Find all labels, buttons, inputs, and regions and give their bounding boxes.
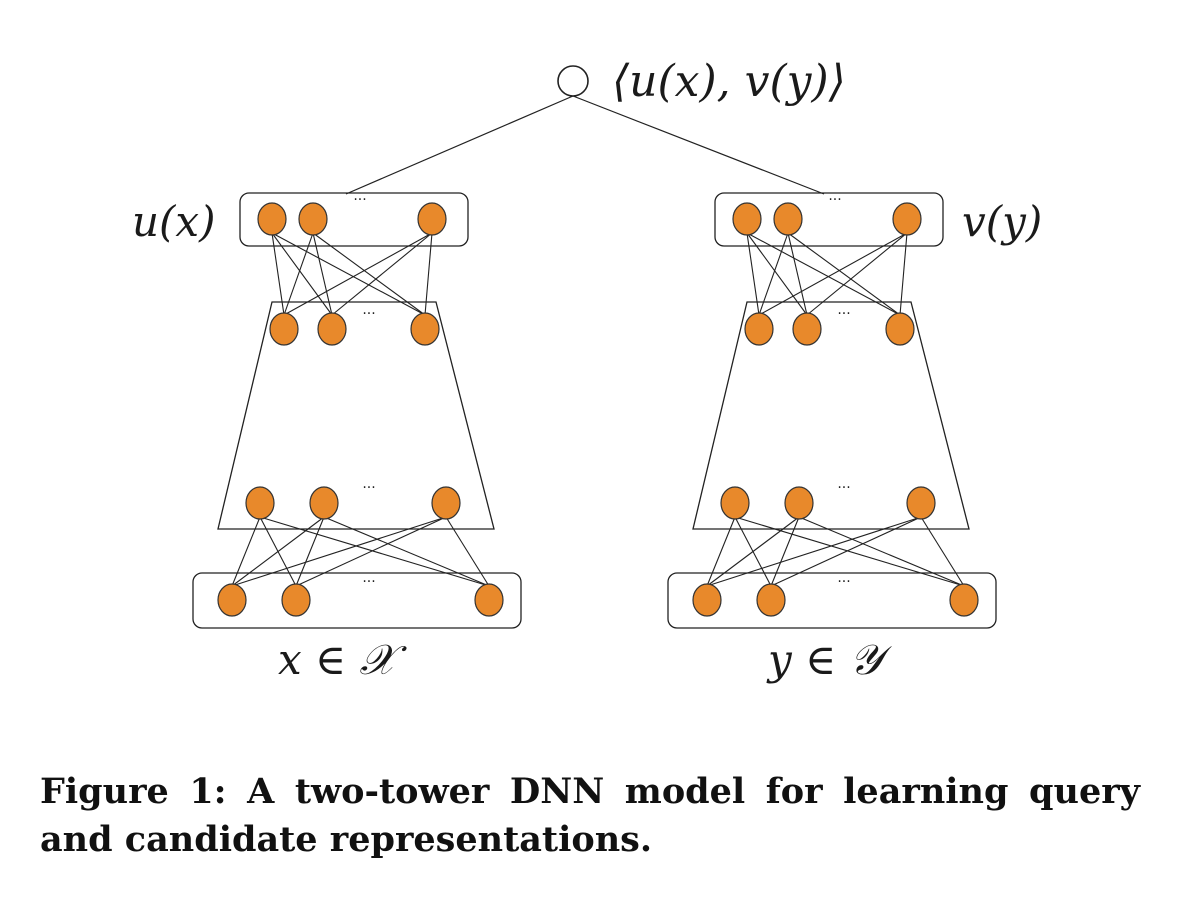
right-input-node <box>949 583 979 617</box>
connection-edge <box>706 516 736 587</box>
connection-edge <box>259 516 490 587</box>
connection-edge <box>295 516 447 587</box>
figure-caption: Figure 1: A two-tower DNN model for lear… <box>40 771 1140 860</box>
left-tower: ··· ··· ··· ··· <box>192 192 522 629</box>
left-hidden2-node <box>309 486 339 520</box>
connection-edge <box>746 232 808 316</box>
right-input-node <box>692 583 722 617</box>
dot-product-node <box>557 65 589 97</box>
right-hidden1-node <box>792 312 822 346</box>
connection-edge <box>271 232 285 316</box>
right-hidden2-node <box>720 486 750 520</box>
connection-edge <box>231 516 261 587</box>
ellipsis-mark: ··· <box>828 192 841 208</box>
right-input-box <box>667 572 997 629</box>
right-input-label: y ∈ 𝒴 <box>766 635 893 684</box>
ellipsis-mark: ··· <box>362 480 375 496</box>
connection-edge <box>798 516 965 587</box>
connection-edge <box>424 232 433 316</box>
connection-edge <box>231 516 325 587</box>
right-input-node <box>756 583 786 617</box>
connection-edge <box>734 516 965 587</box>
left-hidden1-node <box>410 312 440 346</box>
left-hidden-layers <box>217 301 495 530</box>
connection-edge <box>706 516 800 587</box>
left-hidden1-node <box>317 312 347 346</box>
dot-product-label: ⟨u(x), v(y)⟩ <box>612 56 846 107</box>
connection-edge <box>899 232 908 316</box>
left-output-label: u(x) <box>132 197 216 246</box>
right-connections <box>706 232 965 587</box>
connection-edge <box>770 516 800 587</box>
right-hidden1-node <box>744 312 774 346</box>
ellipsis-mark: ··· <box>837 480 850 496</box>
right-output-link <box>572 95 825 195</box>
connection-edge <box>746 232 901 316</box>
left-hidden1-node <box>269 312 299 346</box>
right-output-node <box>773 202 803 236</box>
right-hidden-layers <box>692 301 970 530</box>
connection-edge <box>770 516 922 587</box>
connection-edge <box>806 232 908 316</box>
ellipsis-mark: ··· <box>362 574 375 590</box>
right-output-node <box>892 202 922 236</box>
connection-edge <box>312 232 426 316</box>
connection-edge <box>231 516 447 587</box>
right-hidden2-node <box>906 486 936 520</box>
left-output-node <box>298 202 328 236</box>
left-hidden2-node <box>431 486 461 520</box>
connection-edge <box>787 232 901 316</box>
ellipsis-mark: ··· <box>353 192 366 208</box>
left-input-label: x ∈ 𝒳 <box>278 635 407 684</box>
connection-edge <box>920 516 965 587</box>
left-output-node <box>257 202 287 236</box>
connection-edge <box>445 516 490 587</box>
left-connections <box>231 232 490 587</box>
connection-edge <box>271 232 333 316</box>
right-output-node <box>732 202 762 236</box>
right-hidden1-node <box>885 312 915 346</box>
left-input-node <box>217 583 247 617</box>
connection-edge <box>706 516 922 587</box>
connection-edge <box>758 232 789 316</box>
connection-edge <box>295 516 325 587</box>
right-hidden2-node <box>784 486 814 520</box>
left-input-node <box>281 583 311 617</box>
connection-edge <box>271 232 426 316</box>
connection-edge <box>312 232 333 316</box>
left-hidden2-node <box>245 486 275 520</box>
right-tower: ··· ··· ··· ··· <box>667 192 997 629</box>
left-output-box <box>239 192 469 247</box>
connection-edge <box>758 232 908 316</box>
connection-edge <box>283 232 314 316</box>
left-input-node <box>474 583 504 617</box>
connection-edge <box>331 232 433 316</box>
ellipsis-mark: ··· <box>837 306 850 322</box>
connection-edge <box>787 232 808 316</box>
connection-edge <box>746 232 760 316</box>
ellipsis-mark: ··· <box>837 574 850 590</box>
right-output-box <box>714 192 944 247</box>
left-input-box <box>192 572 522 629</box>
connection-edge <box>283 232 433 316</box>
ellipsis-mark: ··· <box>362 306 375 322</box>
connection-edge <box>323 516 490 587</box>
right-output-label: v(y) <box>962 197 1042 246</box>
left-output-link <box>345 95 574 195</box>
left-output-node <box>417 202 447 236</box>
